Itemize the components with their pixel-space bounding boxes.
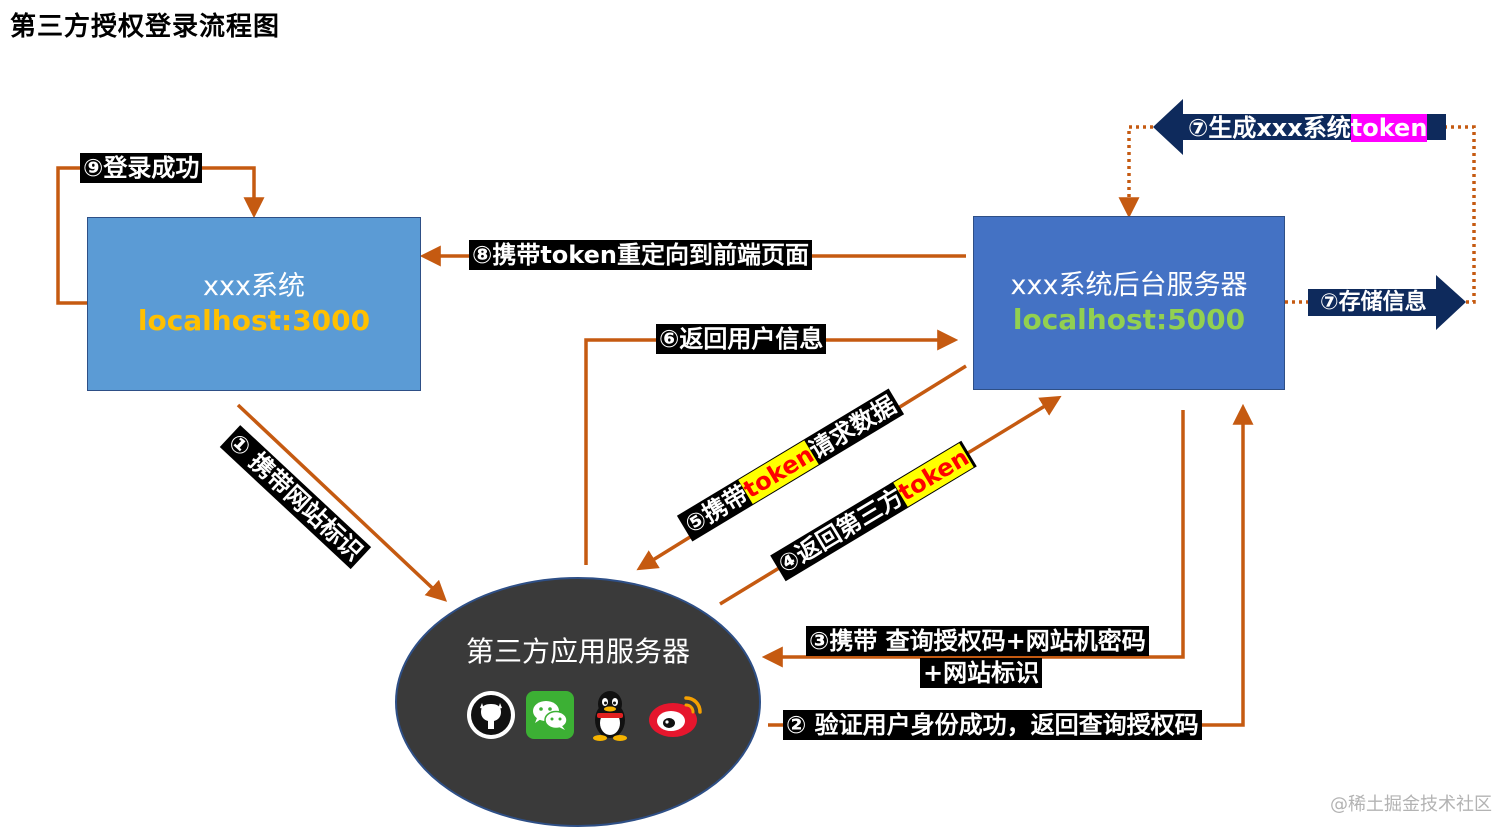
step-8-label: ⑧携带token重定向到前端页面 [469, 240, 812, 270]
generate-token-block-arrow [1153, 99, 1446, 155]
arrow-step-3 [761, 410, 1185, 668]
wechat-icon [526, 691, 574, 739]
step-7-token-highlight: token [1350, 114, 1428, 142]
step-3-label-line1: ③携带 查询授权码+网站机密码 [806, 626, 1149, 656]
third-party-server-name: 第三方应用服务器 [465, 635, 690, 668]
client-system-box: xxx系统 localhost:3000 [87, 217, 421, 391]
arrow-step-6 [584, 329, 959, 565]
step-6-label: ⑥返回用户信息 [656, 324, 827, 354]
arrow-step-7-return-dotted [1118, 125, 1153, 219]
arrow-step-1 [236, 403, 448, 602]
qq-icon [593, 691, 627, 741]
client-system-name: xxx系统 [203, 271, 305, 302]
step-7-generate-text: ⑦生成xxx系统 [1188, 114, 1351, 142]
third-party-server-oval [395, 577, 761, 827]
backend-server-name: xxx系统后台服务器 [1010, 270, 1248, 301]
weibo-icon [649, 696, 702, 737]
arrow-step-9 [56, 166, 265, 305]
page-title: 第三方授权登录流程图 [10, 12, 281, 42]
step-9-label: ⑨登录成功 [80, 153, 203, 183]
store-info-block-arrow [1308, 275, 1466, 330]
arrow-step-7-loop-dotted [1446, 125, 1476, 304]
step-7-store-label: ⑦存储信息 [1320, 290, 1427, 315]
watermark: @稀土掘金技术社区 [1330, 794, 1492, 815]
backend-server-box: xxx系统后台服务器 localhost:5000 [973, 216, 1285, 390]
github-icon [467, 691, 515, 739]
step-7-generate-label: ⑦生成xxx系统token [1188, 114, 1428, 142]
step-2-label: ② 验证用户身份成功，返回查询授权码 [783, 710, 1202, 740]
step-3-label-line2: +网站标识 [920, 658, 1043, 688]
client-system-host: localhost:3000 [137, 304, 371, 337]
backend-server-host: localhost:5000 [1012, 303, 1246, 336]
